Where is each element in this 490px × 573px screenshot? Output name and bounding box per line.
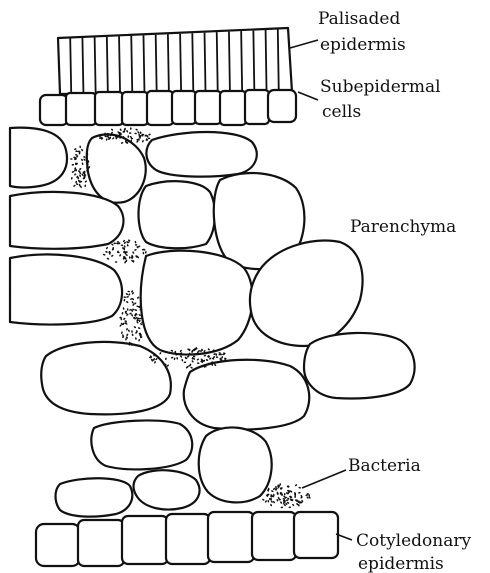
palisaded-label-line2: epidermis <box>320 35 406 55</box>
parenchyma-label: Parenchyma <box>350 217 456 237</box>
palisaded-label-line1: Palisaded <box>318 9 400 29</box>
bacteria-label: Bacteria <box>348 456 421 476</box>
subepidermal-label-line1: Subepidermal <box>320 77 441 97</box>
cotyledonary-epidermis <box>36 512 338 566</box>
palisaded-epidermis <box>58 28 292 94</box>
cotyledonary-label-line1: Cotyledonary <box>356 531 472 551</box>
subepidermal-cells <box>40 90 296 125</box>
cotyledonary-label-line2: epidermis <box>358 554 444 573</box>
subepidermal-label-line2: cells <box>322 102 361 122</box>
